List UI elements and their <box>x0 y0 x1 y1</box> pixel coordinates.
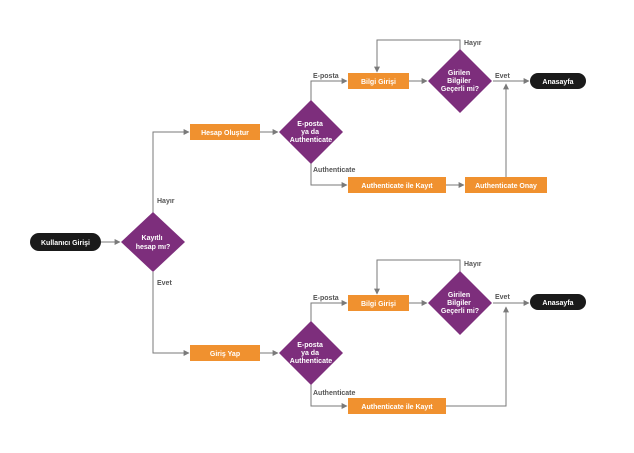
node-valid-bottom-label: Girilen Bilgiler Geçerli mi? <box>441 292 479 315</box>
edge-label-auth-top: Authenticate <box>313 167 356 174</box>
edge-valid-no-top <box>374 39 461 73</box>
node-valid-bottom: Girilen Bilgiler Geçerli mi? <box>428 271 492 335</box>
node-create-account-label: Hesap Oluştur <box>201 130 249 137</box>
node-login: Giriş Yap <box>190 345 260 361</box>
node-method-bottom-label: E-posta ya da Authenticate <box>290 342 333 365</box>
edge-label-auth-bottom: Authenticate <box>313 390 356 397</box>
edge-method-auth-bottom <box>310 383 348 409</box>
node-info-bottom: Bilgi Girişi <box>348 295 409 311</box>
node-login-label: Giriş Yap <box>210 351 240 358</box>
node-auth-register-top: Authenticate ile Kayıt <box>348 177 446 193</box>
node-auth-register-top-label: Authenticate ile Kayıt <box>361 183 433 190</box>
edge-label-yes-valid-bottom: Evet <box>495 294 510 301</box>
edge-valid-no-bottom <box>374 259 461 295</box>
edge-label-email-top: E-posta <box>313 73 339 80</box>
edge-label-no-valid-bottom: Hayır <box>464 261 482 268</box>
node-home-bottom-label: Anasayfa <box>542 300 573 307</box>
node-info-top-label: Bilgi Girişi <box>361 79 396 86</box>
edge-label-yes-valid-top: Evet <box>495 73 510 80</box>
edge-label-no-valid-top: Hayır <box>464 40 482 47</box>
node-start: Kullanıcı Girişi <box>30 233 101 251</box>
node-home-top: Anasayfa <box>530 73 586 89</box>
node-home-bottom: Anasayfa <box>530 294 586 310</box>
connectors <box>101 39 530 409</box>
node-valid-top-label: Girilen Bilgiler Geçerli mi? <box>441 70 479 93</box>
edge-method-email-bottom <box>310 300 348 323</box>
node-auth-confirm-label: Authenticate Onay <box>475 183 537 190</box>
node-valid-top: Girilen Bilgiler Geçerli mi? <box>428 49 492 113</box>
edge-registered-no <box>152 129 190 214</box>
edge-method-auth-top <box>310 162 348 188</box>
node-home-top-label: Anasayfa <box>542 79 573 86</box>
edge-label-email-bottom: E-posta <box>313 295 339 302</box>
node-auth-confirm: Authenticate Onay <box>465 177 547 193</box>
edge-auth-to-home-bottom <box>446 306 509 407</box>
node-info-top: Bilgi Girişi <box>348 73 409 89</box>
edge-method-email-top <box>310 78 348 102</box>
node-method-bottom: E-posta ya da Authenticate <box>279 321 343 385</box>
edge-labels: Hayır Evet E-posta Authenticate Hayır Ev… <box>157 40 510 397</box>
edge-label-yes-registered: Evet <box>157 280 172 287</box>
node-create-account: Hesap Oluştur <box>190 124 260 140</box>
node-registered: Kayıtlı hesap mı? <box>121 212 185 272</box>
node-auth-register-bottom: Authenticate ile Kayıt <box>348 398 446 414</box>
node-start-label: Kullanıcı Girişi <box>41 240 90 247</box>
node-auth-register-bottom-label: Authenticate ile Kayıt <box>361 404 433 411</box>
node-info-bottom-label: Bilgi Girişi <box>361 301 396 308</box>
edge-label-no-registered: Hayır <box>157 198 175 205</box>
node-method-top-label: E-posta ya da Authenticate <box>290 121 333 144</box>
node-registered-label: Kayıtlı hesap mı? <box>136 235 171 251</box>
node-method-top: E-posta ya da Authenticate <box>279 100 343 164</box>
edge-registered-yes <box>152 272 190 356</box>
